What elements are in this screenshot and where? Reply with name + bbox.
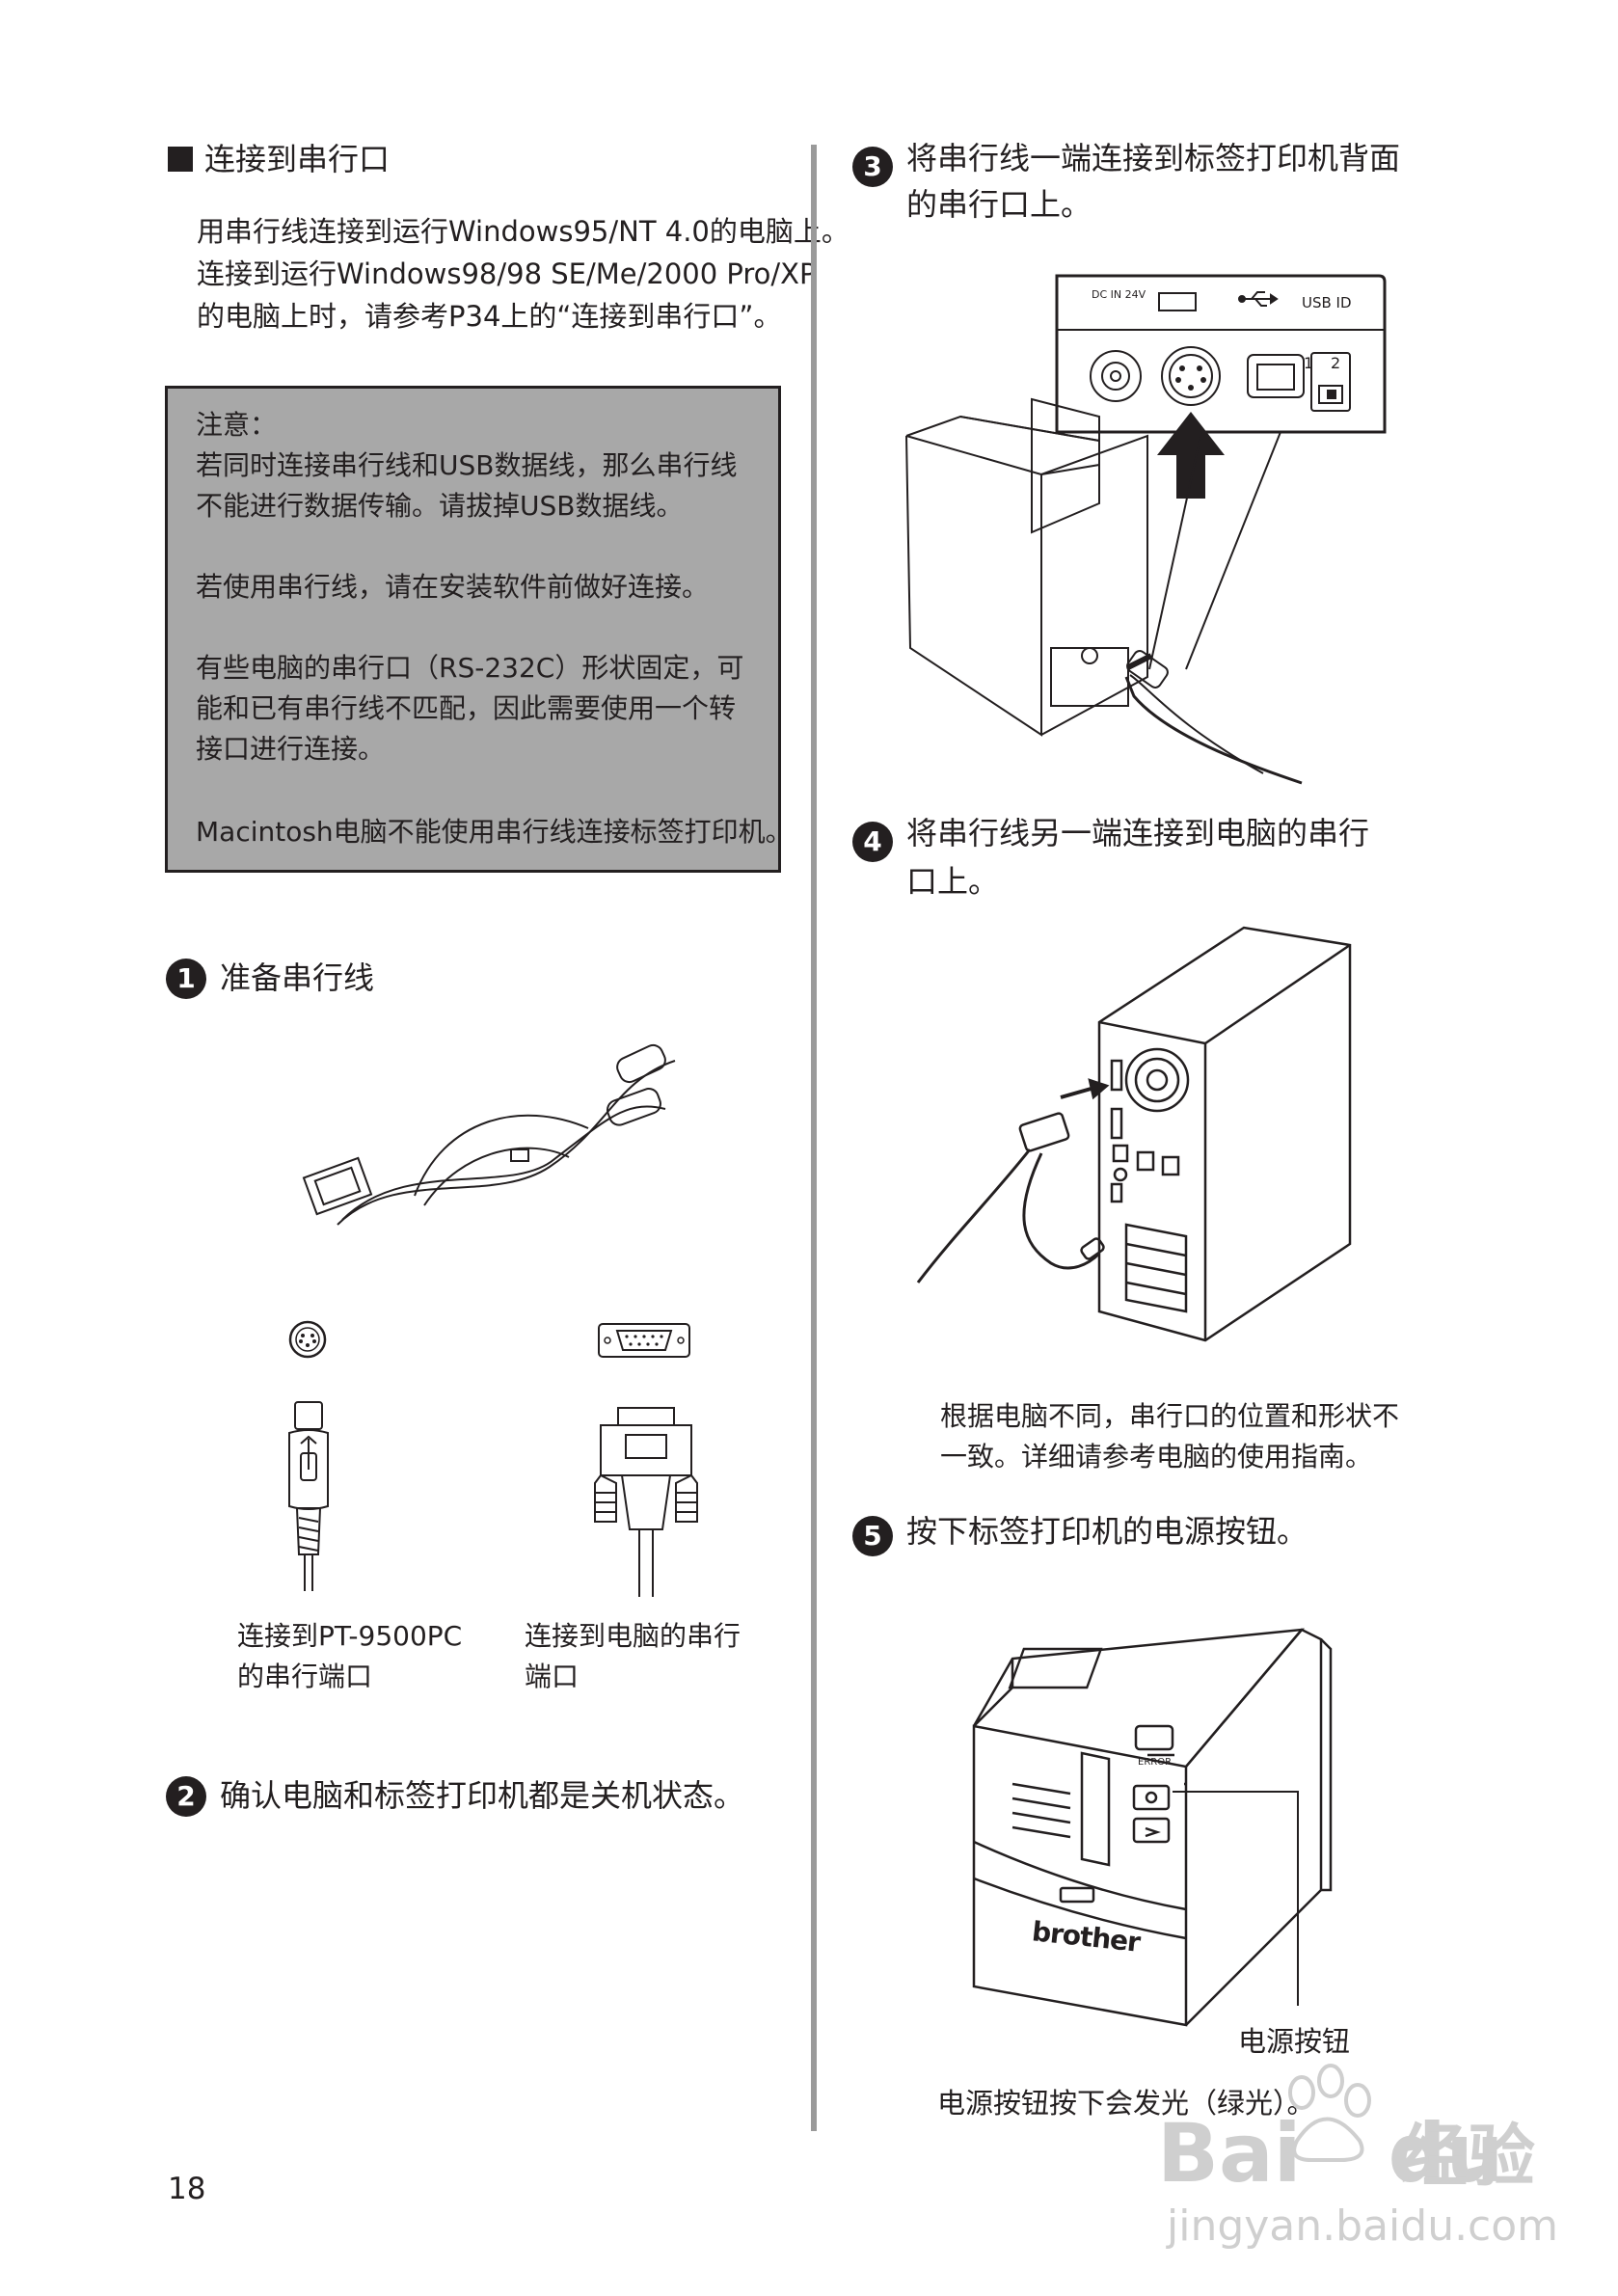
left-connector-caption-1: 连接到PT-9500PC bbox=[237, 1620, 463, 1652]
power-button-label: 电源按钮 bbox=[1238, 2025, 1351, 2058]
power-button-note: 电源按钮按下会发光（绿光）。 bbox=[937, 2087, 1315, 2120]
panel-label-switch-1: 1 bbox=[1304, 354, 1314, 372]
printer-error-label: ERROR bbox=[1138, 1757, 1173, 1768]
right-connector-caption-1: 连接到电脑的串行 bbox=[525, 1620, 742, 1652]
step-number-1: 1 bbox=[166, 959, 206, 999]
note-line: Macintosh电脑不能使用串行线连接标签打印机。 bbox=[196, 816, 793, 848]
intro-line-2: 连接到运行Windows98/98 SE/Me/2000 Pro/XP bbox=[197, 257, 817, 290]
mini-din-connector-face-icon bbox=[288, 1320, 327, 1359]
note-line: 不能进行数据传输。请拔掉USB数据线。 bbox=[196, 490, 684, 522]
note-line: 若同时连接串行线和USB数据线，那么串行线 bbox=[196, 449, 738, 481]
note-line: 若使用串行线，请在安装软件前做好连接。 bbox=[196, 571, 710, 603]
heading-bullet-square bbox=[168, 147, 193, 172]
step-number-4: 4 bbox=[852, 822, 893, 862]
computer-tower-illustration bbox=[916, 926, 1352, 1342]
left-connector-caption-2: 的串行端口 bbox=[237, 1661, 373, 1692]
serial-cable-illustration bbox=[302, 1043, 676, 1226]
watermark-cn: 经验 bbox=[1400, 2117, 1535, 2196]
note-line: 接口进行连接。 bbox=[196, 733, 386, 765]
note-box: 注意： 若同时连接串行线和USB数据线，那么串行线 不能进行数据传输。请拔掉US… bbox=[165, 386, 793, 873]
note-line: 有些电脑的串行口（RS-232C）形状固定，可 bbox=[196, 652, 744, 684]
intro-line-3: 的电脑上时，请参考P34上的“连接到串行口”。 bbox=[197, 300, 782, 333]
watermark-url: jingyan.baidu.com bbox=[1167, 2201, 1559, 2251]
step-2-title: 确认电脑和标签打印机都是关机状态。 bbox=[220, 1777, 745, 1814]
panel-label-usb-id: USB ID bbox=[1302, 294, 1352, 311]
step-number-3: 3 bbox=[852, 147, 893, 187]
step-1-title: 准备串行线 bbox=[220, 959, 375, 996]
step-4-note-line-1: 根据电脑不同，串行口的位置和形状不 bbox=[940, 1400, 1400, 1432]
usb-icon bbox=[1238, 291, 1279, 307]
mini-din-plug-icon bbox=[288, 1401, 329, 1591]
printer-back-panel-illustration bbox=[905, 274, 1387, 785]
step-3-title-line-2: 的串行口上。 bbox=[906, 186, 1092, 223]
dsub9-plug-icon bbox=[594, 1407, 698, 1597]
page-number: 18 bbox=[168, 2172, 206, 2206]
panel-label-dc-in: DC IN 24V bbox=[1092, 288, 1146, 301]
step-4-note-line-2: 一致。详细请参考电脑的使用指南。 bbox=[940, 1441, 1373, 1472]
dsub9-connector-face-icon bbox=[598, 1323, 690, 1358]
step-5-title: 按下标签打印机的电源按钮。 bbox=[906, 1513, 1308, 1550]
step-4-title-line-1: 将串行线另一端连接到电脑的串行 bbox=[906, 815, 1370, 851]
section-heading: 连接到串行口 bbox=[204, 141, 391, 177]
step-number-2: 2 bbox=[166, 1776, 206, 1817]
intro-line-1: 用串行线连接到运行Windows95/NT 4.0的电脑上。 bbox=[197, 215, 849, 248]
right-connector-caption-2: 端口 bbox=[525, 1661, 580, 1692]
step-number-5: 5 bbox=[852, 1516, 893, 1556]
panel-label-switch-2: 2 bbox=[1331, 354, 1341, 372]
label-printer-front-illustration bbox=[972, 1628, 1333, 2027]
note-line: 能和已有串行线不匹配，因此需要使用一个转 bbox=[196, 692, 737, 724]
note-label: 注意： bbox=[196, 409, 278, 441]
step-3-title-line-1: 将串行线一端连接到标签打印机背面 bbox=[906, 140, 1401, 176]
column-divider bbox=[811, 145, 817, 2131]
step-4-title-line-2: 口上。 bbox=[906, 863, 1000, 900]
watermark-brand-part-1: Bai bbox=[1157, 2106, 1302, 2201]
watermark-brand-part-2: du bbox=[1388, 2106, 1504, 2201]
baidu-paw-logo-icon bbox=[1288, 2064, 1371, 2162]
